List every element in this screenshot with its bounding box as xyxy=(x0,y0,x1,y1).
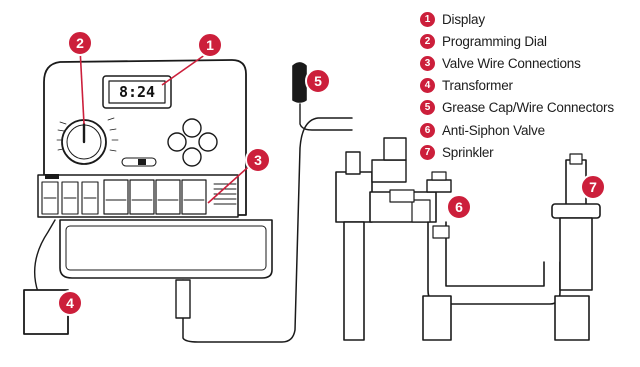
legend-label: Display xyxy=(442,11,485,27)
legend-item: 7 Sprinkler xyxy=(420,141,635,163)
legend-badge: 1 xyxy=(420,11,435,27)
legend-item: 6 Anti-Siphon Valve xyxy=(420,119,635,141)
legend-label: Programming Dial xyxy=(442,33,547,49)
dip-switches xyxy=(45,174,59,179)
legend-item: 2 Programming Dial xyxy=(420,30,635,52)
legend-badge: 5 xyxy=(420,100,435,116)
callout-sprinkler: 7 xyxy=(580,174,606,200)
station-module-3 xyxy=(155,179,181,215)
legend-label: Sprinkler xyxy=(442,144,494,160)
conduit xyxy=(175,279,191,319)
transformer-wire xyxy=(33,219,56,293)
legend-badge: 2 xyxy=(420,33,435,49)
button-right xyxy=(198,132,218,152)
button-left xyxy=(167,132,187,152)
legend-badge: 7 xyxy=(420,144,435,160)
button-up xyxy=(182,118,202,138)
outlet-pipe-inner xyxy=(445,221,545,287)
supply-pipe xyxy=(343,221,365,341)
legend-label: Grease Cap/Wire Connectors xyxy=(442,100,614,116)
callout-programming-dial: 2 xyxy=(67,30,93,56)
legend-label: Anti-Siphon Valve xyxy=(442,122,545,138)
callout-anti-siphon-valve: 6 xyxy=(446,194,472,220)
grease-cap xyxy=(292,62,307,103)
callout-valve-wires: 3 xyxy=(245,147,271,173)
slider-knob xyxy=(138,159,146,165)
legend-label: Transformer xyxy=(442,78,513,94)
legend-item: 3 Valve Wire Connections xyxy=(420,52,635,74)
legend-item: 4 Transformer xyxy=(420,75,635,97)
panel-inner xyxy=(65,225,267,271)
station-module-4 xyxy=(181,179,207,215)
legend: 1 Display 2 Programming Dial 3 Valve Wire C… xyxy=(420,8,635,163)
station-module-1 xyxy=(103,179,129,215)
legend-item: 1 Display xyxy=(420,8,635,30)
fitting-1 xyxy=(422,295,452,341)
callout-transformer: 4 xyxy=(57,290,83,316)
anti-siphon-valve xyxy=(335,137,452,223)
fitting-2 xyxy=(554,295,590,341)
lcd-screen xyxy=(108,80,166,104)
valve-wire xyxy=(182,117,353,343)
legend-label: Valve Wire Connections xyxy=(442,55,581,71)
dial-markings xyxy=(56,117,119,152)
controller-panel xyxy=(59,219,273,279)
legend-badge: 6 xyxy=(420,122,435,138)
sprinkler xyxy=(551,153,601,291)
station-module-2 xyxy=(129,179,155,215)
pipe-elbow xyxy=(432,225,450,239)
legend-badge: 4 xyxy=(420,78,435,94)
display-readout: 8:24 xyxy=(118,83,156,101)
grease-cap-wire xyxy=(299,103,353,131)
legend-item: 5 Grease Cap/Wire Connectors xyxy=(420,97,635,119)
callout-display: 1 xyxy=(197,32,223,58)
callout-grease-cap: 5 xyxy=(305,68,331,94)
button-down xyxy=(182,147,202,167)
legend-badge: 3 xyxy=(420,55,435,71)
